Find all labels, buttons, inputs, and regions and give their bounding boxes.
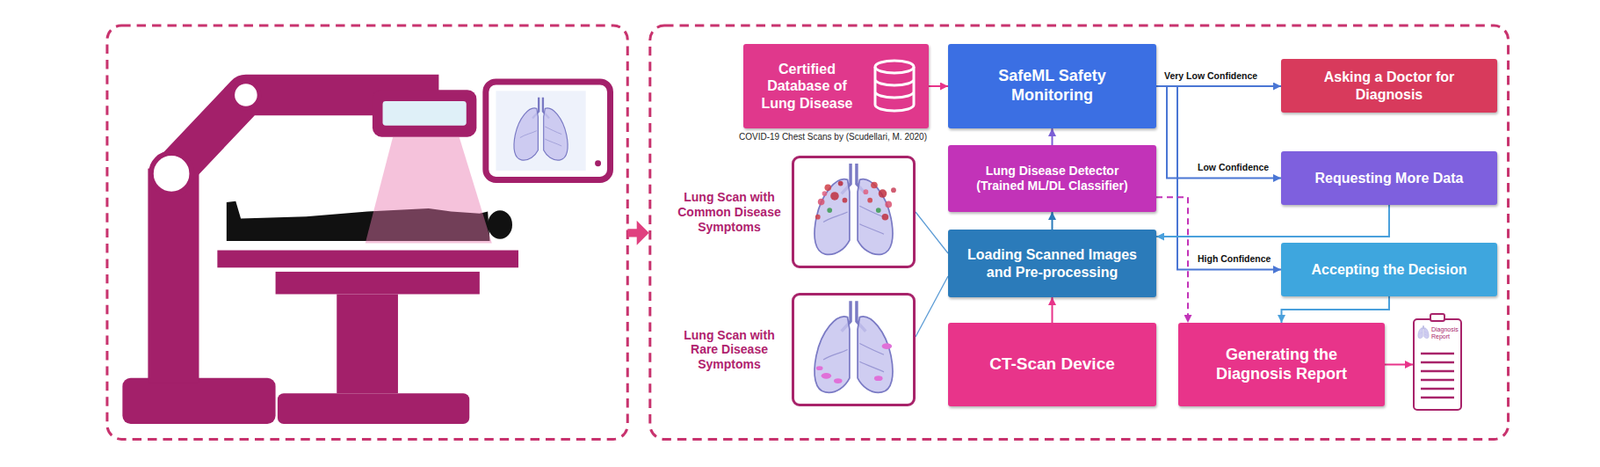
connector [1051,128,1054,145]
box-label: SafeML Safety Monitoring [977,66,1128,105]
connector [1051,296,1054,323]
database-icon [870,57,919,115]
table-top [217,250,519,268]
lesion-spot [874,375,884,381]
lesion-spot [822,190,828,196]
lesion-spot [863,188,869,195]
monitor-screen [495,90,586,171]
report-line [1420,378,1455,382]
machine-pillar [147,168,199,384]
outcome-box: Requesting More Data [1281,151,1498,205]
lesion-spot [878,188,888,198]
box-label: CT-Scan Device [989,354,1115,375]
scan-picture [794,158,913,266]
lesion-spot [882,213,890,221]
connector [1281,296,1391,323]
lesion-spot [842,197,848,203]
box-label: Asking a Doctor for Diagnosis [1314,68,1464,102]
device-box: CT-Scan Device [948,322,1157,406]
lesion-spot [826,207,833,213]
scan-picture [794,295,913,404]
lesion-spot [867,197,873,203]
scan-image: Lung Scan with Rare Disease Symptoms [791,292,916,406]
box-label: Loading Scanned Images and Pre-processin… [957,246,1147,280]
report-line [1420,361,1455,364]
outcome-box: Asking a Doctor for Diagnosis [1281,58,1498,113]
scan-image: Lung Scan with Common Disease Symptoms [791,155,916,268]
edge-label: High Confidence [1196,253,1272,264]
classifier-box: Lung Disease Detector (Trained ML/DL Cla… [948,144,1157,212]
scan-label: Lung Scan with Rare Disease Symptoms [673,326,786,371]
lesion-spot [876,207,882,213]
panel-arrow [627,220,649,246]
lesion-spot [870,181,878,189]
lesion-spot [818,198,826,206]
database-body [875,66,914,111]
report-icon: Diagnosis Report [1412,318,1463,411]
connector [1384,363,1413,366]
outcome-box: Accepting the Decision [1281,242,1498,297]
table-frame [275,271,480,295]
connector [1156,86,1282,179]
connector [915,211,949,254]
connector [928,85,949,87]
scan-beam [365,137,493,244]
process-box: Generating the Diagnosis Report [1178,322,1385,406]
report-line [1420,352,1455,355]
lesion-spot [830,191,840,201]
database-top [875,60,914,73]
lung-drawing [814,163,893,254]
machine-base [122,377,276,424]
report-line [1420,369,1455,373]
report-line [1420,387,1455,391]
edge-label: Low Confidence [1196,161,1270,173]
monitor-lungs [514,97,568,160]
lesion-spot [884,201,892,209]
table-base [277,392,470,424]
box-label: Generating the Diagnosis Report [1194,345,1370,384]
connector [1051,211,1054,230]
lesion-spot [890,187,897,193]
process-box: Loading Scanned Images and Pre-processin… [948,229,1157,297]
scanner-window [383,101,467,126]
right-panel [650,25,1509,439]
lesion-spot [816,365,824,370]
box-label: Accepting the Decision [1311,260,1468,278]
database-box: Certified Database of Lung Disease [743,43,929,129]
source-note: COVID-19 Chest Scans by (Scudellari, M. … [738,131,927,143]
connector [1156,86,1282,270]
monitor [485,81,611,180]
scan-label: Lung Scan with Common Disease Symptoms [673,189,786,234]
clipboard-clip [1430,313,1445,321]
edge-label: Very Low Confidence [1163,70,1259,81]
patient-head [487,209,513,239]
lesion-spot [821,372,832,379]
lung-drawing [814,300,893,392]
lesion-spot [824,184,832,192]
connector [1156,204,1390,237]
box-label: Lung Disease Detector (Trained ML/DL Cla… [962,163,1143,194]
arm-joint [151,152,192,194]
connector [1156,196,1188,323]
report-title: Diagnosis Report [1431,325,1461,341]
scanner-head [372,89,477,137]
lesion-spot [838,180,844,187]
table-pedestal [336,293,399,393]
left-panel [107,25,628,439]
lesion-spot [815,214,821,220]
report-lungs [1418,325,1429,338]
report-line [1420,396,1455,399]
monitor-button [594,159,601,167]
lesion-spot [833,377,843,384]
box-label: Certified Database of Lung Disease [752,60,862,112]
box-label: Requesting More Data [1315,169,1464,187]
connector [915,275,949,337]
lesion-spot [882,342,892,349]
monitor-box: SafeML Safety Monitoring [948,43,1157,129]
arm-joint [232,81,260,109]
